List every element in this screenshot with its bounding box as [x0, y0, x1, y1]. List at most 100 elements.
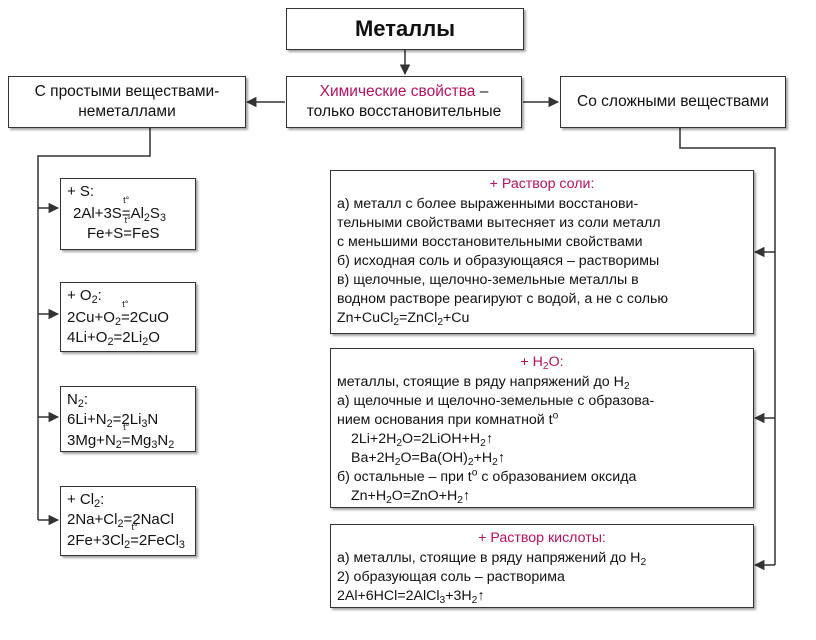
chlorine-eq-2-sub-2: 3	[178, 539, 185, 552]
acid-equation: 2Al+6HCl=2AlCl3+3H2↑	[337, 587, 747, 606]
oxygen-eq-1-sign: =	[120, 309, 130, 326]
sulfur-eq-2-cond: t°	[124, 215, 131, 225]
water-title-text: + H	[520, 354, 543, 370]
salt-line-1: а) металл с более выраженными восстанови…	[337, 196, 639, 212]
oxygen-head-sub: 2	[91, 294, 98, 307]
chlorine-head-tail: :	[100, 491, 105, 508]
salt-eq-part-c: +Cu	[443, 310, 470, 326]
acid-line-1-text: а) металлы, стоящие в ряду напряжений до…	[337, 550, 641, 566]
salt-line-6: водном растворе реагируют с водой, а не …	[337, 291, 669, 307]
oxygen-eq-2-right: =2Li	[113, 329, 143, 346]
right-header-label: Со сложными веществами	[577, 93, 769, 110]
left-bracket-line	[37, 128, 151, 520]
water-line-1: металлы, стоящие в ряду напряжений до H2	[337, 373, 747, 392]
left-header-line-1: С простыми веществами-	[34, 83, 220, 100]
center-box: Химические свойства – только восстановит…	[286, 76, 522, 128]
water-line-1-sub: 2	[623, 380, 630, 392]
chlorine-head-text: + Cl	[67, 491, 95, 508]
water-eq-2-sub-1: 2	[394, 456, 401, 468]
oxygen-eq-1-cond: t°	[122, 299, 129, 309]
chlorine-eq-2-cond: t°	[131, 522, 138, 532]
water-eq-3: Zn+H2O=ZnO+H2↑	[351, 487, 747, 506]
chlorine-eq-2-left: 2Fe+3Cl	[67, 532, 125, 549]
water-line-3: нием основания при комнатной tо	[337, 411, 747, 430]
water-eq-2-part-b: O=Ba(OH)	[400, 450, 468, 466]
sulfur-eq-1-right-2: S	[149, 205, 160, 222]
nitrogen-head-tail: :	[83, 391, 89, 408]
water-title: + H2O:	[337, 353, 747, 372]
left-header-box: С простыми веществами- неметаллами	[8, 76, 246, 128]
acid-eq-part-a: 2Al+6HCl=2AlCl	[337, 588, 440, 604]
sulfur-head: + S:	[67, 183, 95, 200]
sulfur-eq-2-right: FeS	[132, 225, 160, 242]
nitrogen-head: N2:	[67, 390, 195, 410]
water-eq-3-part-b: O=ZnO+H	[391, 488, 458, 504]
nitrogen-eq-1-right: =2Li	[112, 411, 142, 428]
water-line-4-sup: о	[471, 467, 478, 479]
water-line-3-text: нием основания при комнатной t	[337, 412, 553, 428]
oxygen-head-text: + O	[67, 287, 92, 304]
water-eq-1-sub-2: 2	[480, 437, 486, 449]
water-eq-1: 2Li+2H2O=2LiOH+H2↑	[351, 430, 747, 449]
water-title-sub: 2	[542, 360, 549, 372]
page-title: Металлы	[354, 16, 456, 41]
oxygen-eq-2-sub-2: 2	[142, 336, 149, 349]
acid-solution-box: + Раствор кислоты: а) металлы, стоящие в…	[330, 524, 754, 608]
chlorine-eq-2-right: 2FeCl	[138, 532, 179, 549]
salt-solution-box: + Раствор соли: а) металл с более выраже…	[330, 170, 754, 334]
gas-arrow-icon: ↑	[485, 431, 493, 447]
water-eq-2-sub-3: 2	[492, 456, 498, 468]
water-line-4-text-b: с образованием оксида	[477, 469, 637, 485]
gas-arrow-icon: ↑	[477, 588, 485, 604]
water-eq-2-sub-2: 2	[467, 456, 474, 468]
water-eq-2-part-c: +H	[473, 450, 493, 466]
water-line-4: б) остальные – при tо с образованием окс…	[337, 468, 747, 487]
nitrogen-eq-1-left: 6Li+N	[67, 411, 107, 428]
sulfur-eq-1-sign: =	[121, 205, 131, 222]
oxygen-eq-2: 4Li+O2=2Li2O	[67, 328, 195, 348]
sulfur-eq-1-cond: t°	[123, 195, 130, 205]
nitrogen-eq-2-sub-1: 2	[115, 439, 122, 452]
nitrogen-eq-2-sub-3: 2	[168, 439, 175, 452]
gas-arrow-icon: ↑	[462, 488, 471, 504]
gas-arrow-icon: ↑	[497, 450, 505, 466]
chlorine-head-sub: 2	[94, 498, 101, 511]
sulfur-eq-1-sub-1: 2	[143, 212, 150, 225]
nitrogen-eq-1: 6Li+N2=2Li3N	[67, 410, 195, 430]
water-line-1-text: металлы, стоящие в ряду напряжений до H	[337, 374, 624, 390]
oxygen-eq-2-sub-1: 2	[107, 336, 114, 349]
oxygen-eq-1-left: 2Cu+O	[67, 309, 115, 326]
nitrogen-head-text: N	[67, 391, 78, 408]
nitrogen-eq-2-right-2: N	[157, 432, 169, 449]
center-line-1-tail: –	[475, 83, 489, 100]
chlorine-eq-2-sub-1: 2	[124, 539, 131, 552]
water-eq-3-part-a: Zn+H	[351, 488, 387, 504]
water-line-4-text-a: б) остальные – при t	[337, 469, 472, 485]
right-bracket-line	[679, 128, 776, 565]
right-header-box: Со сложными веществами	[560, 76, 786, 128]
oxygen-eq-1-right: 2CuO	[129, 309, 169, 326]
oxygen-head: + O2:	[67, 286, 195, 306]
salt-equation: Zn+CuCl2=ZnCl2+Cu	[337, 309, 747, 328]
salt-line-2: тельными свойствами вытесняет из соли ме…	[337, 215, 661, 231]
sulfur-eq-1-left: 2Al+3S	[73, 205, 122, 222]
chlorine-eq-1: 2Na+Cl2=2NaCl	[67, 510, 195, 530]
chlorine-eq-1-sub-1: 2	[117, 518, 124, 531]
salt-solution-title: + Раствор соли:	[489, 176, 595, 192]
nitrogen-eq-2-cond: t°	[123, 422, 130, 432]
acid-eq-part-b: +3H	[445, 588, 472, 604]
oxygen-eq-2-right-2: O	[148, 329, 160, 346]
salt-eq-part-a: Zn+CuCl	[337, 310, 394, 326]
chlorine-head: + Cl2:	[67, 490, 195, 510]
salt-line-3: с меньшими восстановительными свойствами	[337, 234, 643, 250]
center-line-2: только восстановительные	[306, 103, 502, 120]
nitrogen-eq-2-right: Mg	[130, 432, 152, 449]
water-eq-3-sub-1: 2	[386, 494, 392, 506]
water-eq-1-sub-1: 2	[396, 437, 403, 449]
water-line-3-sup: о	[552, 410, 559, 422]
